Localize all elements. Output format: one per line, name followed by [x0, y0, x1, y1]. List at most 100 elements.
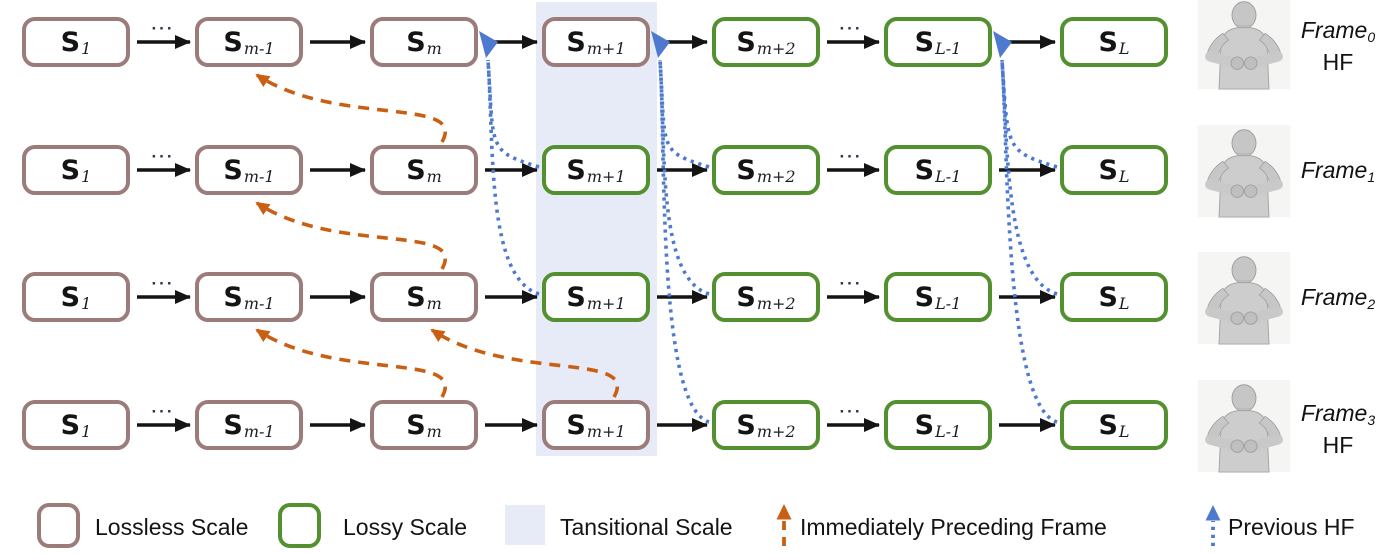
frame-name: Frame2	[1290, 285, 1379, 317]
scale-label-subscript: m-1	[243, 167, 275, 186]
previous-hf-arrowhead	[479, 31, 498, 58]
scale-label-subscript: m	[426, 167, 442, 186]
scale-label-base: S	[1098, 281, 1118, 313]
frame-label-1: Frame1	[1290, 158, 1379, 190]
scale-label-subscript: L-1	[935, 422, 962, 441]
scale-label-base: S	[406, 154, 426, 186]
person-mesh	[1198, 252, 1290, 344]
scale-label-subscript: L-1	[935, 39, 962, 58]
lossless-scale-swatch	[37, 503, 80, 548]
previous-hf-arrowhead-icon	[1205, 505, 1221, 521]
immediately-preceding-frame-arrow	[255, 328, 447, 398]
scale-label-base: S	[736, 281, 756, 313]
scale-label-subscript: 1	[81, 167, 92, 186]
frame-name-base: Frame	[1300, 284, 1368, 310]
frame-name: Frame3	[1290, 401, 1379, 433]
person-mesh	[1198, 380, 1290, 472]
scale-label-subscript: L-1	[935, 167, 962, 186]
ellipsis: ···	[839, 19, 863, 38]
scale-label-base: S	[1098, 26, 1118, 58]
scale-label-base: S	[1098, 409, 1118, 441]
scale-label-base: S	[736, 26, 756, 58]
scale-label-subscript: m-1	[243, 39, 275, 58]
scale-label-base: S	[736, 154, 756, 186]
scale-label-subscript: m	[426, 39, 442, 58]
scale-label-subscript: 1	[81, 39, 92, 58]
scale-label-base: S	[914, 409, 935, 441]
previous-hf-arrowhead	[993, 31, 1012, 58]
scale-label-base: S	[223, 409, 243, 441]
previous-hf-arrow	[1000, 59, 1058, 169]
transitional-scale-band	[536, 2, 657, 456]
frame-name-base: Frame	[1300, 157, 1368, 183]
scale-label-subscript: L	[1118, 294, 1130, 313]
person-mesh	[1198, 125, 1290, 217]
scale-label-base: S	[406, 281, 426, 313]
previous-hf-arrow	[486, 59, 540, 169]
scale-label-base: S	[566, 281, 586, 313]
previous-hf-arrow	[658, 59, 710, 169]
previous-hf-arrow	[1000, 59, 1058, 296]
frame-name-base: Frame	[1300, 17, 1368, 43]
scale-label-base: S	[223, 154, 243, 186]
transitional-scale-swatch	[505, 505, 545, 545]
scale-label-subscript: m+2	[756, 294, 796, 313]
lossy-scale-swatch	[278, 503, 321, 548]
scale-label-subscript: m+2	[756, 422, 796, 441]
scale-label-subscript: m	[426, 422, 442, 441]
hf-label: HF	[1322, 432, 1354, 458]
scale-label-base: S	[914, 26, 935, 58]
scale-label-base: S	[60, 281, 81, 313]
scale-label-base: S	[60, 409, 81, 441]
scale-label-base: S	[566, 409, 586, 441]
hf-label: HF	[1322, 49, 1354, 75]
previous-hf-arrow	[1000, 59, 1058, 424]
scale-label-base: S	[406, 26, 426, 58]
scale-label-subscript: L	[1118, 422, 1130, 441]
frame-name: Frame0	[1290, 18, 1379, 50]
ellipsis: ···	[151, 147, 175, 166]
ellipsis: ···	[839, 402, 863, 421]
frame-thumbnail-2	[1196, 251, 1292, 345]
person-mesh	[1198, 0, 1290, 89]
scale-label-subscript: m+2	[756, 39, 796, 58]
immediately-preceding-frame-arrow	[255, 201, 447, 270]
scale-label-subscript: L-1	[935, 294, 962, 313]
ellipsis: ···	[839, 147, 863, 166]
scale-label-subscript: m+2	[756, 167, 796, 186]
scale-label-base: S	[566, 154, 586, 186]
frame-label-2: Frame2	[1290, 285, 1379, 317]
scale-label-subscript: m-1	[243, 422, 275, 441]
scale-label-subscript: m-1	[243, 294, 275, 313]
scale-label-base: S	[223, 281, 243, 313]
scale-label-subscript: m+1	[586, 39, 626, 58]
ellipsis: ···	[151, 402, 175, 421]
previous-hf-arrow	[486, 59, 540, 296]
scale-label-base: S	[914, 154, 935, 186]
scale-label-subscript: L	[1118, 39, 1130, 58]
frame-name-subscript: 3	[1367, 412, 1376, 428]
scale-label-base: S	[60, 154, 81, 186]
legend-label-lossy-scale: Lossy Scale	[343, 514, 468, 540]
